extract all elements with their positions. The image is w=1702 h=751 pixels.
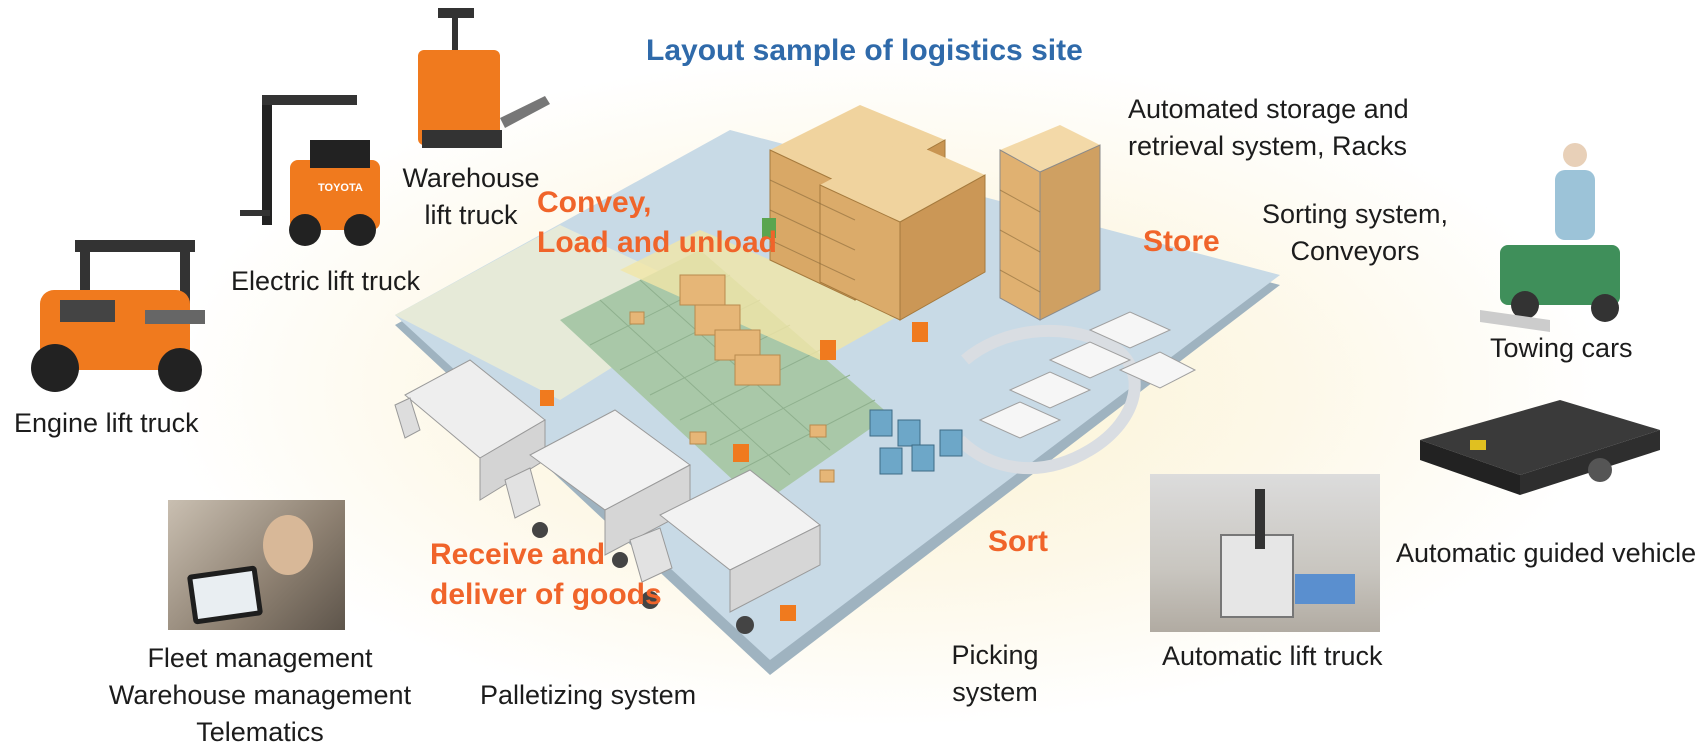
mini-forklifts: [540, 218, 928, 621]
staging-grid: [589, 274, 876, 476]
engine-lift-truck-pic: [31, 240, 205, 392]
yellow-aisle: [620, 230, 900, 360]
fleet-management-photo: [168, 500, 345, 630]
label-warehouse-lift-truck: Warehouse lift truck: [402, 163, 540, 230]
label-engine-lift-truck: Engine lift truck: [14, 408, 199, 438]
page-title: Layout sample of logistics site: [646, 34, 1083, 67]
asrs-tower: [999, 125, 1101, 321]
process-sort: Sort: [988, 525, 1048, 558]
pallet-boxes: [629, 274, 835, 483]
tablet-icon: [186, 565, 264, 625]
toyota-brand-mark: TOYOTA: [318, 182, 363, 194]
agf-mast: [1255, 489, 1265, 549]
process-receive: Receive and deliver of goods: [430, 538, 662, 611]
electric-lift-truck-pic: [240, 95, 380, 246]
label-automatic-lift-truck: Automatic lift truck: [1162, 641, 1383, 671]
rack-shelves: [769, 179, 1041, 293]
label-fleet: Fleet management Warehouse management Te…: [108, 643, 412, 747]
label-electric-lift-truck: Electric lift truck: [231, 266, 421, 296]
person-icon: [263, 515, 313, 575]
label-picking: Picking system: [951, 640, 1039, 707]
automatic-lift-truck-photo: [1150, 474, 1380, 632]
truck-2: [504, 409, 691, 568]
label-asrs: Automated storage and retrieval system, …: [1128, 94, 1409, 161]
towing-car-pic: [1480, 143, 1620, 332]
agf-pallet: [1295, 574, 1355, 604]
picking-carts: [869, 409, 963, 475]
sorting-units: [978, 311, 1197, 439]
agv-pic: [1420, 400, 1660, 495]
rack-block-2: [819, 140, 986, 321]
label-sorting: Sorting system, Conveyors: [1261, 199, 1449, 266]
process-convey: Convey, Load and unload: [537, 186, 777, 259]
conveyor-loop: [955, 324, 1141, 475]
label-agv: Automatic guided vehicle: [1396, 538, 1697, 568]
label-palletizing: Palletizing system: [480, 680, 697, 710]
truck-3: [629, 469, 821, 634]
label-towing-cars: Towing cars: [1490, 333, 1633, 363]
process-store: Store: [1143, 225, 1220, 258]
warehouse-lift-truck-pic: [418, 8, 550, 148]
